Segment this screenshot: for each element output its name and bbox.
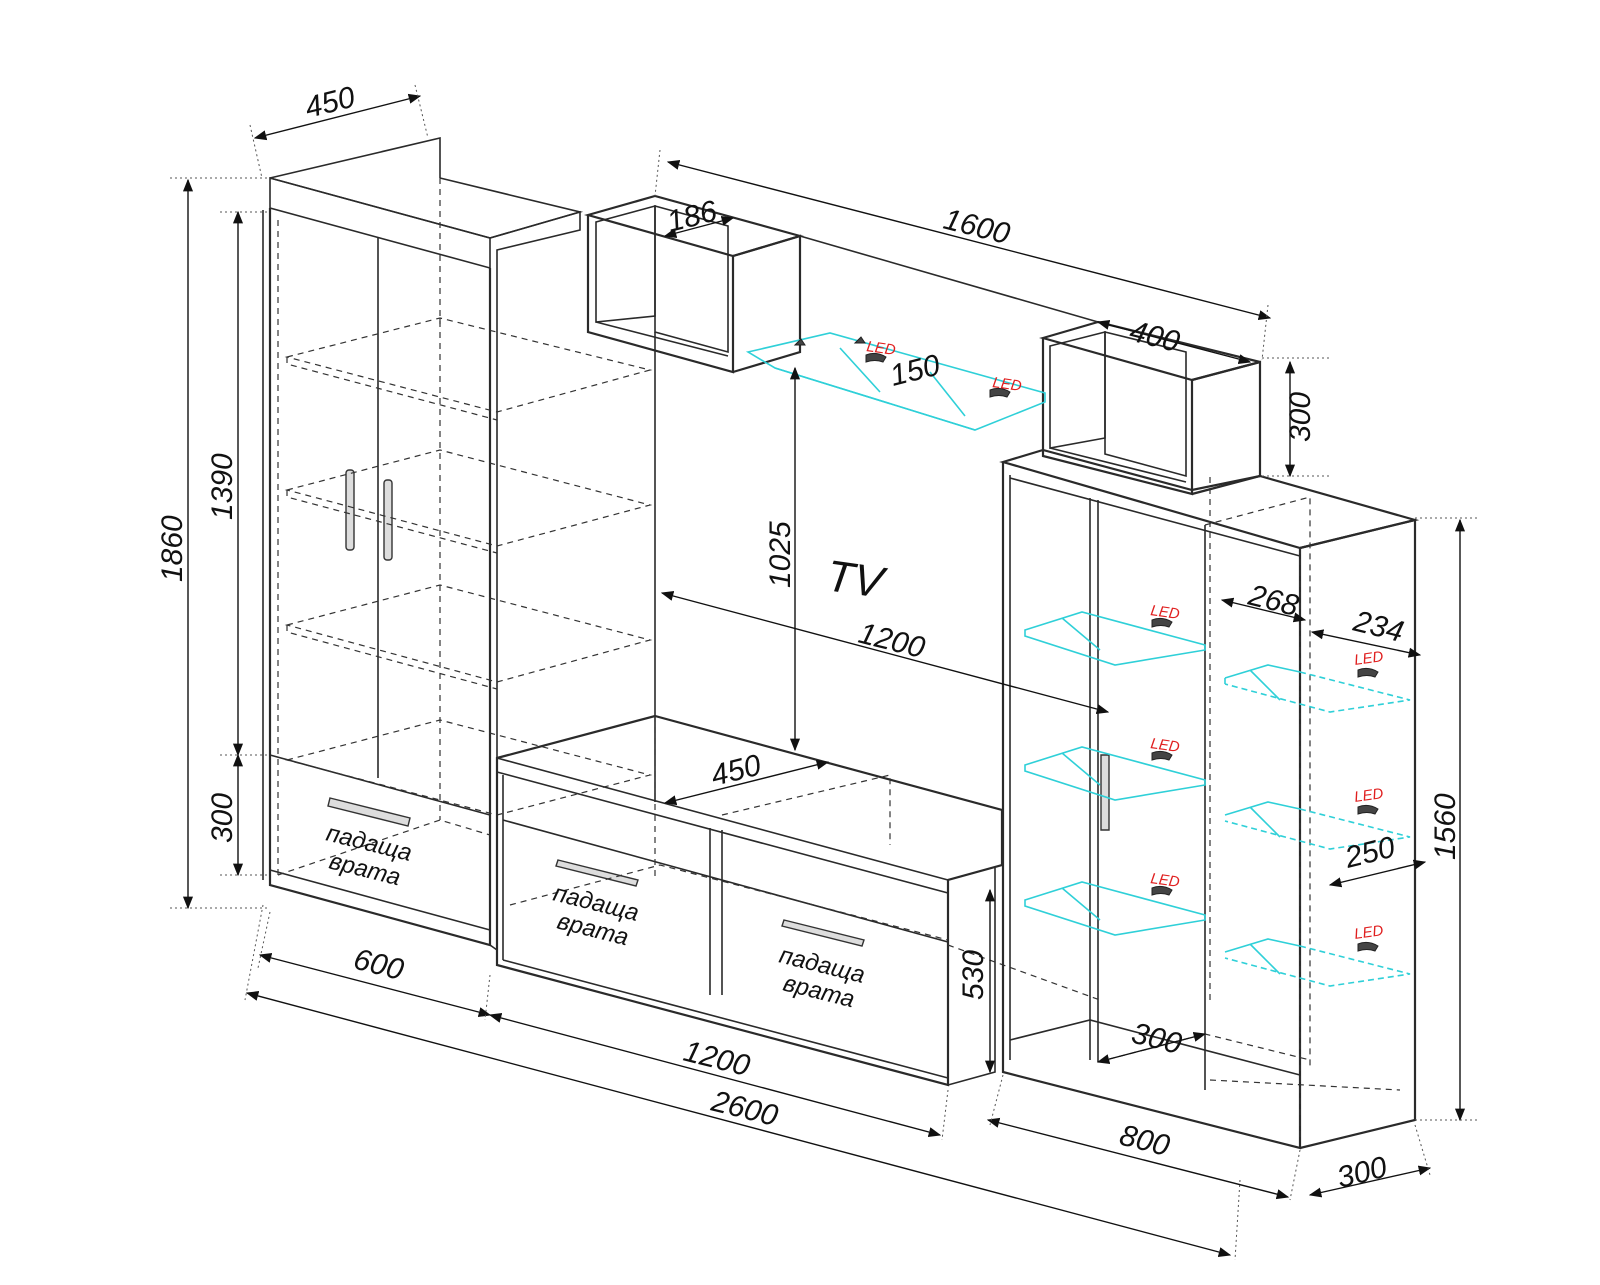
left-wardrobe <box>262 136 653 952</box>
dim-1600: 1600 <box>940 203 1013 251</box>
dim-300-bottom: 300 <box>1128 1017 1185 1061</box>
dim-800: 800 <box>1116 1119 1173 1163</box>
dim-530: 530 <box>957 950 990 1000</box>
led-label-left-2: LED <box>1149 735 1180 756</box>
wardrobe-handle <box>1100 754 1110 831</box>
labels: TV падаща врата падаща врата падаща врат… <box>324 338 1385 1013</box>
dim-450-mid: 450 <box>708 749 765 793</box>
led-label-left-3: LED <box>1149 870 1180 891</box>
bench-handle-right <box>781 919 865 947</box>
led-label-right-2: LED <box>1353 785 1384 806</box>
dim-300-top-right: 300 <box>1284 392 1317 442</box>
tv-label: TV <box>824 551 890 608</box>
dim-1200-bottom: 1200 <box>680 1035 753 1083</box>
door-handle-right <box>383 479 393 561</box>
dim-1390: 1390 <box>206 453 239 520</box>
back-wall-line <box>799 235 1099 323</box>
dim-2600: 2600 <box>707 1085 781 1133</box>
tv-glass-shelf <box>745 332 1046 431</box>
led-label-right-3: LED <box>1353 922 1384 943</box>
dim-1860: 1860 <box>156 515 189 582</box>
dim-268: 268 <box>1244 579 1302 623</box>
dimension-texts: 450 186 1600 400 150 300 1860 1390 300 1… <box>156 81 1462 1195</box>
dim-1200-tv: 1200 <box>855 617 928 665</box>
right-wardrobe <box>999 448 1420 1150</box>
led-label-tv-1: LED <box>865 338 896 359</box>
led-label-right-1: LED <box>1353 648 1384 669</box>
dim-1025: 1025 <box>764 521 797 588</box>
drawer-handle <box>327 797 411 827</box>
dim-450-top: 450 <box>302 81 359 125</box>
door-handle-left <box>345 469 355 551</box>
dim-1560: 1560 <box>1429 793 1462 860</box>
dim-250: 250 <box>1341 831 1399 875</box>
led-label-left-1: LED <box>1149 602 1180 623</box>
dimension-lines <box>170 84 1480 1261</box>
dim-300-depth: 300 <box>1334 1151 1391 1195</box>
dim-400: 400 <box>1126 315 1183 359</box>
bench-handle-left <box>555 859 639 887</box>
top-box-left <box>583 194 804 802</box>
dim-300-left: 300 <box>206 793 239 843</box>
dim-150: 150 <box>887 349 944 393</box>
led-label-tv-2: LED <box>991 374 1022 395</box>
